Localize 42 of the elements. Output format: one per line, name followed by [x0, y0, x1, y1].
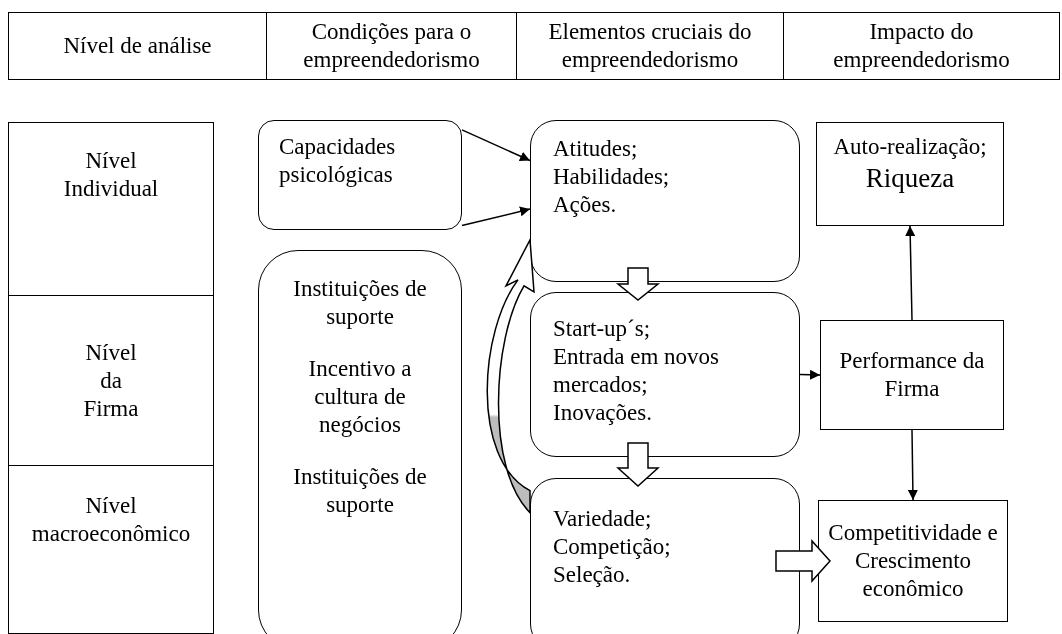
block-arrow: [615, 267, 661, 301]
header-cell: [8, 12, 267, 80]
node-text: Nível Individual: [62, 147, 160, 203]
header-cell: [516, 12, 784, 80]
node-text: Incentivo a cultura de negócios: [307, 355, 413, 439]
block-arrow: [616, 442, 660, 487]
node-text: Atitudes; Habilidades; Ações.: [553, 135, 671, 219]
arrow: [461, 206, 531, 227]
rounded-box: [258, 120, 462, 230]
node-text: Condições para o empreendedorismo: [302, 18, 481, 74]
node-text: Elementos cruciais do empreendedorismo: [547, 18, 753, 74]
node-text: Variedade; Competição; Seleção.: [553, 505, 672, 589]
block-arrow: [775, 539, 831, 583]
arrow: [799, 369, 821, 380]
rounded-box: [258, 250, 462, 634]
node-text: Auto-realização;: [833, 133, 987, 161]
process-box: [818, 500, 1008, 622]
node-text: Capacidades psicológicas: [279, 133, 397, 189]
node-text: Nível de análise: [63, 32, 212, 60]
process-box: [816, 122, 1004, 226]
rounded-box: [530, 478, 800, 634]
arrow: [907, 429, 918, 501]
node-text: Performance da Firma: [838, 347, 986, 403]
node-text: Impacto do empreendedorismo: [832, 18, 1011, 74]
rounded-box: [530, 292, 800, 457]
node-text: Start-up´s; Entrada em novos mercados; Inovações.: [553, 315, 721, 427]
node-text: Nível macroeconômico: [30, 492, 192, 548]
node-text: Riqueza: [865, 162, 955, 195]
node-text: Instituições de suporte: [292, 463, 428, 519]
arrow: [461, 129, 531, 162]
block-arrow: [486, 239, 535, 514]
node-text: Competitividade e Crescimento econômico: [827, 519, 999, 603]
row-label-cell: [8, 465, 214, 634]
node-text: Nível da Firma: [82, 338, 140, 423]
row-label-cell: [8, 295, 214, 466]
process-box: [820, 320, 1004, 430]
rounded-box: [530, 120, 800, 282]
node-text: Instituições de suporte: [292, 275, 428, 331]
header-cell: [783, 12, 1060, 80]
header-cell: [266, 12, 517, 80]
arrow: [905, 225, 916, 321]
row-label-cell: [8, 122, 214, 296]
